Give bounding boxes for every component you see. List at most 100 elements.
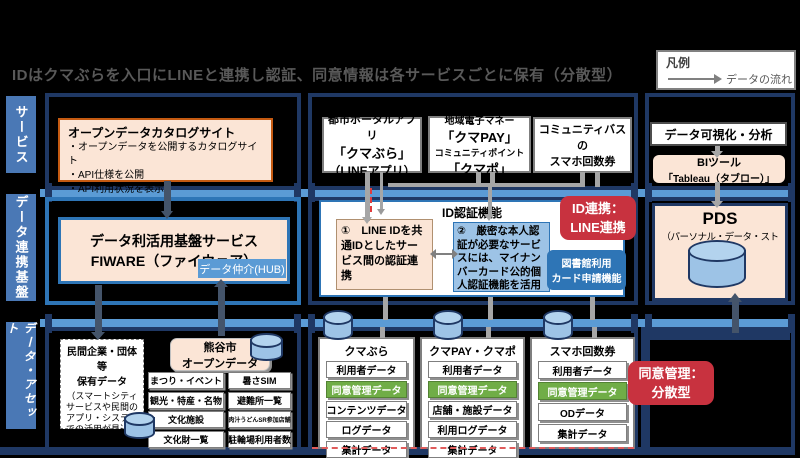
catalog-bullet: ・オープンデータを公開するカタログサイト (68, 142, 258, 167)
app-portal-line: （LINEアプリ） (328, 164, 416, 178)
pds-return-connector (650, 331, 790, 340)
frame-bridge (294, 314, 301, 333)
app-pay-box: 地域電子マネー 「クマPAY」 コミュニティポイント 「クマポ」 (428, 116, 531, 177)
frame-bridge (788, 183, 795, 202)
frame-bridge (645, 183, 652, 202)
opendata-item: 文化施設 (148, 411, 224, 428)
arrow-down-icon (91, 332, 105, 340)
band-to-dataset-connector (380, 327, 385, 338)
data-visualization-box: データ可視化・分析 (650, 122, 787, 146)
legend-flow-label: データの流れ (726, 74, 792, 86)
catalog-bullet: ・API利用状況を表示 (68, 184, 165, 195)
auth-to-band-connector (488, 297, 493, 320)
consent-badge-line: 分散型 (651, 385, 691, 400)
dataset-item: ログデータ (326, 421, 407, 438)
arrow-up-icon (214, 279, 228, 287)
dataset-item: 利用者データ (428, 361, 517, 378)
arrow-down-icon (484, 214, 494, 221)
arrow-down-icon (711, 201, 723, 208)
frame-asset-left (45, 327, 301, 451)
library-card-line: カード申請機能 (551, 274, 622, 285)
database-cylinder-icon (323, 310, 353, 340)
legend-box: 凡例 データの流れ (656, 50, 796, 90)
legend-arrow-line (668, 78, 714, 80)
opendata-item: 文化財一覧 (148, 430, 224, 448)
app-bus-line: スマホ回数券 (549, 156, 616, 168)
frame-bridge (45, 314, 52, 333)
dataset-title: スマホ回数券 (549, 346, 616, 358)
app-pay-line: 「クマPAY」 (441, 129, 518, 145)
line-id-auth-box: ① LINE IDを共通IDとしたサービス間の認証連携 (336, 219, 433, 290)
dataset-item: 利用ログデータ (428, 421, 517, 438)
library-card-line: 図書館利用 (561, 259, 612, 270)
dataset-item-consent: 同意管理データ (538, 382, 627, 400)
database-cylinder-icon (543, 310, 573, 340)
arrow-left-icon (430, 249, 436, 259)
legend-title: 凡例 (666, 56, 691, 70)
dataset-item: 集計データ (428, 441, 517, 458)
frame-platform-middle (308, 197, 638, 305)
open-data-catalog-box: オープンデータカタログサイト ・オープンデータを公開するカタログサイト ・API… (58, 118, 273, 195)
pds-title: PDS (702, 209, 738, 228)
arrow-right-icon (452, 249, 458, 259)
open-data-catalog-title: オープンデータカタログサイト (68, 126, 236, 140)
data-hub-label: データ仲介(HUB) (198, 259, 286, 278)
consent-dashed-line (312, 447, 634, 449)
dataset-item: 利用者データ (538, 361, 627, 379)
apps-horizontal-connector (388, 183, 584, 187)
frame-bridge (294, 183, 301, 202)
database-cylinder-icon (124, 412, 155, 439)
app-portal-line: 都市ポータルアプリ (328, 114, 416, 142)
opendata-item: まつり・イベント (148, 372, 224, 389)
data-bus-band-top (40, 189, 792, 197)
opendata-item: 暑さSIM (228, 372, 291, 389)
opendata-item: 駐輪場利用者数 (228, 430, 291, 448)
bi-tool-line: 「Tableau（タブロー）」 (662, 173, 776, 185)
opendata-item: 観光・特産・名物 (148, 391, 224, 409)
frame-bridge (631, 183, 638, 202)
catalog-to-fiware-connector (164, 181, 171, 212)
consent-management-badge: 同意管理： 分散型 (628, 361, 714, 405)
id-link-badge-line: ID連携： (571, 201, 624, 216)
mynumber-auth-box: ② 厳密な本人認証が必要なサービスには、マイナンバーカード公的個人認証機能を活用 (453, 222, 550, 292)
legend-arrow-icon (714, 74, 722, 84)
private-data-title-line: 民間企業・団体等 (67, 347, 137, 373)
dataset-item: 利用者データ (326, 361, 407, 378)
id-link-badge-line: LINE連携 (570, 220, 626, 235)
auth-to-band-connector (383, 297, 388, 320)
bi-tool-box: BIツール 「Tableau（タブロー）」 (653, 155, 785, 185)
frame-service-right (645, 93, 795, 190)
dataset-bus-ticket: スマホ回数券 利用者データ 同意管理データ ODデータ 集計データ (530, 337, 635, 449)
visualization-to-bi-connector (715, 146, 720, 154)
opendata-item: 避難所一覧 (228, 391, 291, 409)
frame-bridge (645, 314, 652, 333)
dataset-kumapay: クマPAY・クマポ 利用者データ 同意管理データ 店舗・施設データ 利用ログデー… (420, 337, 525, 458)
band-to-dataset-connector (486, 327, 491, 338)
database-cylinder-icon (250, 333, 283, 361)
bus-connector (580, 172, 585, 187)
frame-bridge (308, 183, 315, 202)
bi-tool-line: BIツール (697, 156, 741, 169)
private-data-title-line: 保有データ (77, 377, 127, 388)
kumagaya-right-column: 暑さSIM 避難所一覧 肉汁うどんSR参加店舗 駐輪場利用者数 (228, 372, 291, 448)
dataset-item: 集計データ (326, 441, 407, 458)
bi-to-pds-connector (715, 182, 720, 204)
dataset-item: 集計データ (538, 424, 627, 442)
diagram-title: IDはクマぶらを入口にLINEと連携し認証、同意情報は各サービスごとに保有（分散… (12, 67, 623, 84)
consent-badge-line: 同意管理： (638, 366, 704, 381)
dataset-title: クマぶら (344, 346, 389, 358)
line-id-flow-dashed (370, 188, 372, 212)
kumagaya-left-column: まつり・イベント 観光・特産・名物 文化施設 文化財一覧 (148, 372, 224, 448)
private-data-note: （スマートシティサービスや民間のアプリ・システムでの活用が見込まれるデータ） (65, 391, 138, 445)
id-link-badge: ID連携： LINE連携 (560, 196, 636, 240)
frame-service-middle (308, 93, 638, 190)
arrow-up-icon (728, 293, 742, 302)
dataset-item: ODデータ (538, 403, 627, 421)
sidebar-label-platform: データ連携基盤 (6, 194, 36, 301)
kumagaya-title-line: 熊谷市 (203, 341, 237, 354)
app-pay-line: コミュニティポイント (434, 147, 525, 158)
app-pay-line: 「クマポ」 (446, 161, 512, 177)
frame-bridge (308, 314, 315, 333)
sidebar-label-asset: データ・アセット (5, 322, 36, 429)
